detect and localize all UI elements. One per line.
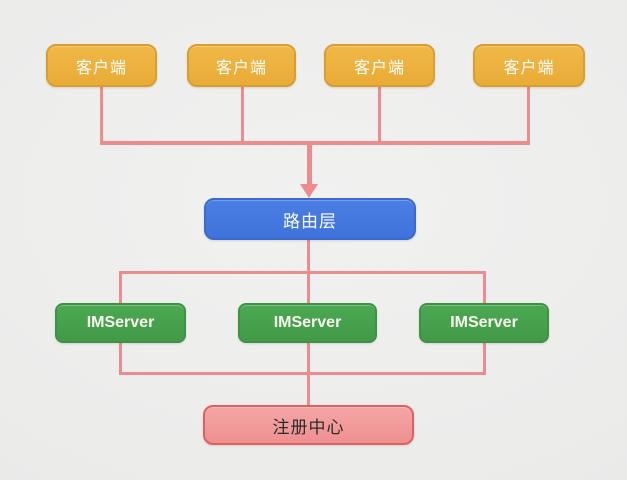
client-node-1-label: 客户端: [75, 59, 127, 77]
router-layer-node: 路由层: [204, 198, 416, 240]
connector-server3-drop: [482, 271, 486, 304]
connector-registry-bus: [119, 372, 486, 375]
connector-server-bus-top: [119, 271, 486, 274]
imserver-node-1: IMServer: [55, 303, 186, 343]
connector-server3-down: [482, 342, 486, 375]
client-node-4-label: 客户端: [503, 59, 555, 77]
client-node-2-label: 客户端: [215, 59, 267, 77]
imserver-node-3-label: IMServer: [450, 314, 518, 331]
registry-center-node: 注册中心: [203, 405, 414, 445]
connector-client2-down: [240, 87, 244, 144]
client-node-3-label: 客户端: [353, 59, 405, 77]
connector-arrow-shaft: [306, 144, 312, 185]
connector-server1-drop: [119, 271, 122, 304]
connector-server1-down: [119, 342, 122, 375]
router-layer-label: 路由层: [283, 211, 337, 231]
client-node-3: 客户端: [324, 44, 435, 87]
client-node-1: 客户端: [46, 44, 157, 87]
arrow-down-icon: [300, 184, 318, 198]
connector-client-bus: [99, 141, 530, 145]
client-node-2: 客户端: [187, 44, 296, 87]
imserver-node-3: IMServer: [419, 303, 549, 343]
connector-client4-down: [526, 87, 530, 144]
connector-client3-down: [377, 87, 381, 144]
registry-center-label: 注册中心: [272, 417, 345, 437]
connector-client1-down: [99, 87, 103, 144]
client-node-4: 客户端: [473, 44, 585, 87]
imserver-node-1-label: IMServer: [86, 314, 155, 331]
imserver-node-2: IMServer: [238, 303, 377, 343]
imserver-node-2-label: IMServer: [273, 314, 342, 331]
